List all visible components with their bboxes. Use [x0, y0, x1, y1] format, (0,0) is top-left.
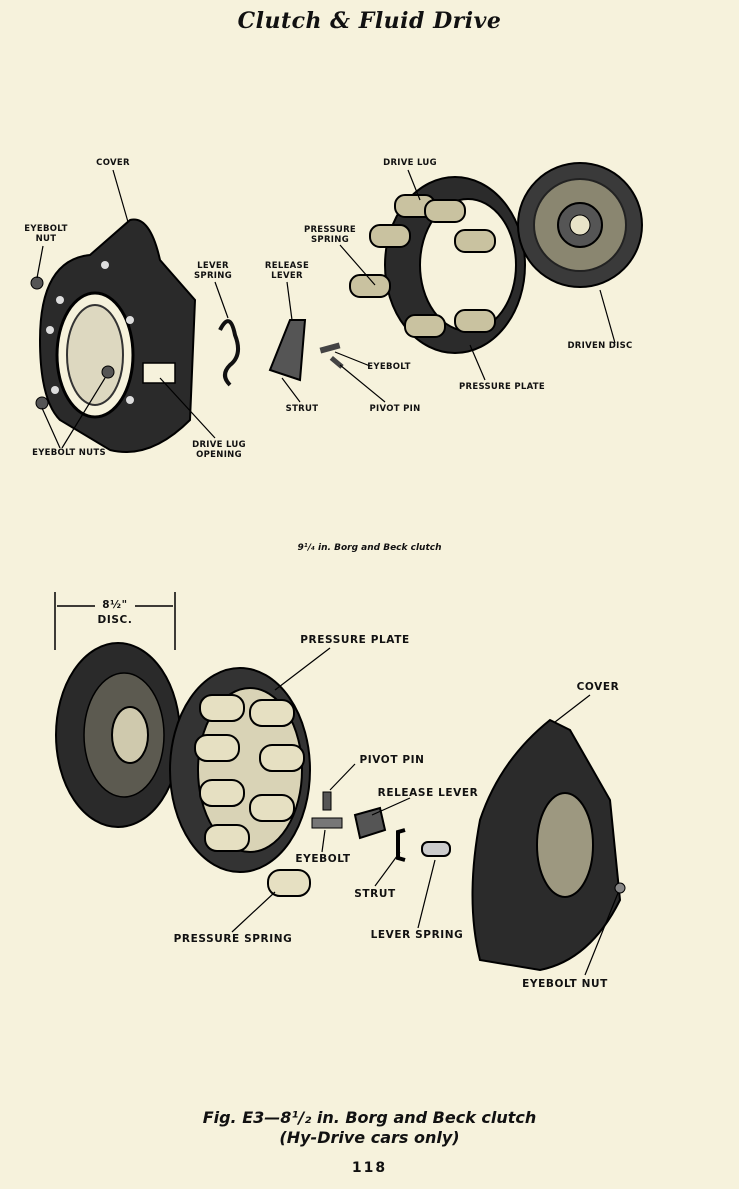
bottom-label-eyebolt: EYEBOLT	[295, 853, 351, 865]
page-title: Clutch & Fluid Drive	[237, 8, 502, 34]
top-pressure-plate-shape	[349, 176, 526, 354]
top-driven-disc-shape	[517, 162, 643, 288]
bottom-label-eyebolt-nut: EYEBOLT NUT	[522, 978, 608, 990]
top-label-lever-spring: LEVER SPRING	[194, 261, 232, 281]
bottom-cover-shape	[471, 718, 626, 972]
bottom-pivot-pin-shape	[322, 791, 332, 811]
bottom-pressure-plate-shape	[169, 667, 311, 873]
top-label-drive-lug: DRIVE LUG	[383, 158, 437, 168]
top-label-eyebolt: EYEBOLT	[367, 362, 411, 372]
bottom-label-lever-spring: LEVER SPRING	[370, 929, 464, 941]
top-cover	[38, 218, 197, 453]
top-label-eyebolt-nut: EYEBOLT NUT	[24, 224, 68, 244]
top-label-eyebolt-nuts: EYEBOLT NUTS	[32, 448, 106, 458]
bottom-label-strut: STRUT	[354, 888, 396, 900]
bottom-label-pressure-spring: PRESSURE SPRING	[173, 933, 293, 945]
figure-caption: Fig. E3—8¹/₂ in. Borg and Beck clutch (H…	[202, 1108, 537, 1147]
bottom-lever-spring-shape	[421, 841, 451, 857]
bottom-strut-shape	[396, 828, 406, 862]
top-figure-caption: 9¹/₄ in. Borg and Beck clutch	[297, 543, 442, 553]
page-number: 118	[351, 1160, 388, 1176]
top-label-driven-disc: DRIVEN DISC	[567, 341, 633, 351]
bottom-disc-shape	[55, 642, 181, 828]
top-label-pressure-spring: PRESSURE SPRING	[303, 225, 357, 245]
disc-dimension-line	[54, 592, 176, 650]
top-label-cover: COVER	[96, 158, 130, 168]
bottom-label-cover: COVER	[576, 681, 620, 693]
bottom-label-disc: DISC.	[97, 614, 133, 626]
bottom-label-disc-size: 8½"	[102, 599, 128, 611]
top-label-release-lever: RELEASE LEVER	[264, 261, 310, 281]
bottom-pressure-spring-shape	[267, 869, 311, 897]
top-label-drive-lug-opening: DRIVE LUG OPENING	[192, 440, 246, 460]
top-lever-spring-shape	[218, 319, 241, 387]
top-label-strut: STRUT	[285, 404, 319, 414]
top-label-pivot-pin: PIVOT PIN	[369, 404, 421, 414]
bottom-eyebolt-shape	[311, 817, 343, 829]
bottom-release-lever-shape	[353, 806, 387, 840]
bottom-label-pivot-pin: PIVOT PIN	[359, 754, 425, 766]
bottom-label-release-lever: RELEASE LEVER	[377, 787, 479, 799]
bottom-label-pressure-plate: PRESSURE PLATE	[300, 634, 410, 646]
top-label-pressure-plate: PRESSURE PLATE	[458, 382, 546, 392]
top-release-lever-shape	[268, 319, 307, 382]
top-eyebolt-nut-shape	[30, 276, 44, 290]
